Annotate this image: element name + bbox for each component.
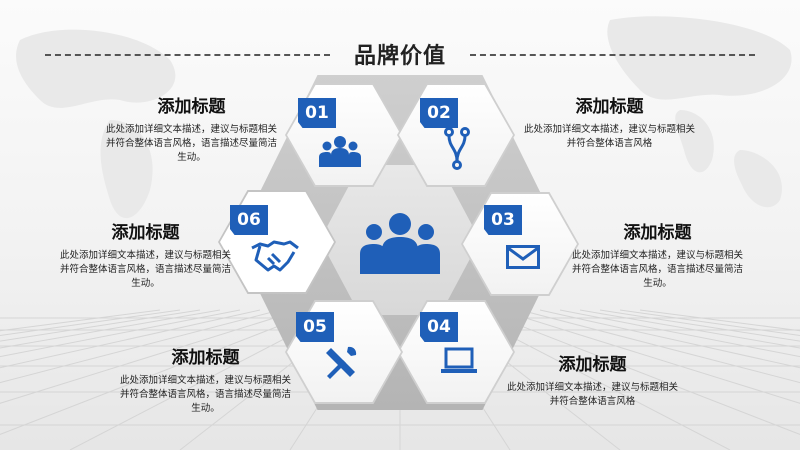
- laptop-icon: [441, 347, 477, 373]
- text-block-06: 添加标题 此处添加详细文本描述，建议与标题相关并符合整体语言风格，语言描述尽量简…: [58, 218, 233, 291]
- tools-icon: [326, 346, 357, 379]
- badge-05: 05: [296, 312, 334, 342]
- badge-01: 01: [298, 98, 336, 128]
- grid-line: [539, 309, 800, 369]
- grid-line: [619, 309, 800, 336]
- grid-line: [0, 309, 201, 342]
- item-04-title: 添加标题: [558, 355, 627, 375]
- group-icon: [319, 136, 361, 167]
- grid-line: [0, 309, 181, 336]
- item-05-description: 此处添加详细文本描述，建议与标题相关并符合整体语言风格，语言描述尽量简洁生动。: [119, 375, 291, 414]
- grid-line: [559, 309, 800, 358]
- grid-line: [599, 309, 800, 342]
- item-06-description: 此处添加详细文本描述，建议与标题相关并符合整体语言风格，语言描述尽量简洁生动。: [59, 250, 231, 289]
- item-02-title: 添加标题: [575, 97, 644, 117]
- grid-line: [0, 309, 301, 404]
- text-block-05: 添加标题 此处添加详细文本描述，建议与标题相关并符合整体语言风格，语言描述尽量简…: [118, 343, 293, 416]
- badge-06: 06: [230, 205, 268, 235]
- grid-line: [0, 309, 261, 369]
- header-line-right: [470, 54, 755, 56]
- grid-line: [519, 309, 800, 384]
- item-04-description: 此处添加详细文本描述，建议与标题相关并符合整体语言风格: [506, 382, 678, 407]
- badge-04: 04: [420, 312, 458, 342]
- grid-line: [0, 309, 241, 358]
- item-05-title: 添加标题: [171, 348, 240, 368]
- grid-line: [0, 309, 321, 435]
- handshake-icon: [251, 240, 299, 272]
- text-block-04: 添加标题 此处添加详细文本描述，建议与标题相关并符合整体语言风格: [505, 350, 680, 409]
- grid-line: [479, 309, 800, 435]
- item-06-title: 添加标题: [111, 223, 180, 243]
- grid-line: [579, 309, 800, 349]
- grid-line: [0, 309, 281, 384]
- header-line-left: [45, 54, 330, 56]
- text-block-01: 添加标题 此处添加详细文本描述，建议与标题相关并符合整体语言风格，语言描述尽量简…: [104, 92, 279, 165]
- item-01-description: 此处添加详细文本描述，建议与标题相关并符合整体语言风格，语言描述尽量简洁生动。: [105, 124, 277, 163]
- item-01-title: 添加标题: [157, 97, 226, 117]
- badge-02: 02: [420, 98, 458, 128]
- team-icon: [360, 213, 440, 274]
- grid-line: [499, 309, 800, 404]
- item-02-description: 此处添加详细文本描述，建议与标题相关并符合整体语言风格: [523, 124, 695, 149]
- mail-icon: [506, 245, 540, 269]
- text-block-03: 添加标题 此处添加详细文本描述，建议与标题相关并符合整体语言风格，语言描述尽量简…: [570, 218, 745, 291]
- item-03-title: 添加标题: [623, 223, 692, 243]
- branch-icon: [444, 127, 470, 170]
- grid-line: [0, 309, 221, 349]
- text-block-02: 添加标题 此处添加详细文本描述，建议与标题相关并符合整体语言风格: [522, 92, 697, 151]
- badge-03: 03: [484, 205, 522, 235]
- page-title: 品牌价值: [353, 44, 446, 69]
- item-03-description: 此处添加详细文本描述，建议与标题相关并符合整体语言风格，语言描述尽量简洁生动。: [571, 250, 743, 289]
